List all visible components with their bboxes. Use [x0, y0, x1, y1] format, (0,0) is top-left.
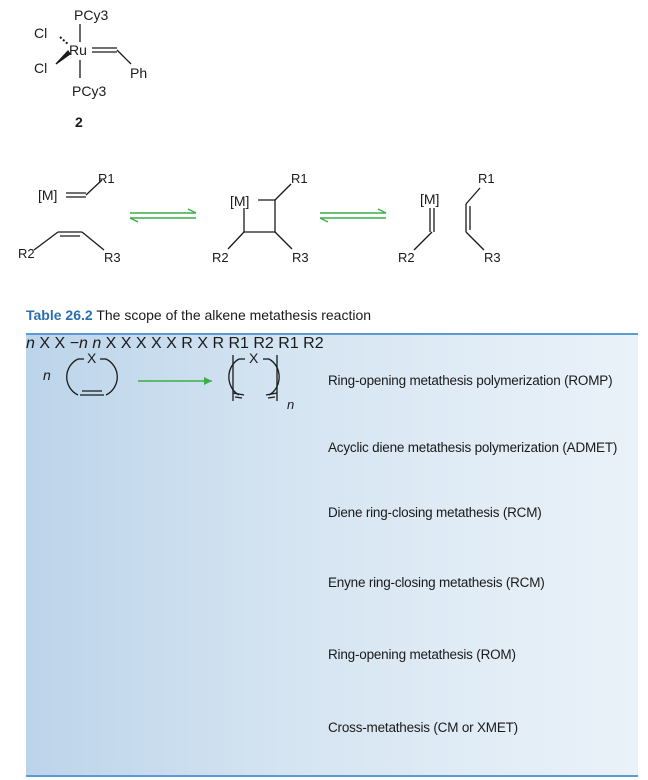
mech-metal-2: [M] — [230, 193, 249, 209]
mech-r3-1: R3 — [104, 250, 121, 265]
row-label-romp: Ring-opening metathesis polymerization (… — [328, 373, 613, 388]
mech-r1-1: R1 — [98, 171, 115, 186]
rom-arrow: R1 R2 R1 R2 Ring-opening metathesis poly… — [228, 335, 617, 735]
enyne-rcm-x-2: X — [151, 335, 162, 352]
mech-r1-2: R1 — [291, 171, 308, 186]
catalyst-chloride-2: Cl — [34, 60, 47, 76]
equilibrium-arrow-2 — [319, 208, 387, 223]
catalyst-ligand-bottom: PCy3 — [72, 83, 106, 99]
cm-r2-right: R2 — [303, 335, 324, 352]
admet-x-1: X — [39, 335, 51, 352]
cm-r1-left: R1 — [228, 335, 249, 352]
table-title: The scope of the alkene metathesis react… — [96, 307, 372, 323]
admet-n: n — [26, 335, 35, 352]
mech-r1-3: R1 — [478, 171, 495, 186]
enyne-rcm-x-1: X — [135, 335, 147, 352]
mech-r2-2: R2 — [212, 250, 229, 265]
mech-metal-1: [M] — [38, 187, 57, 203]
romp-x-2: X — [249, 350, 259, 366]
row-label-admet: Acyclic diene metathesis polymerization … — [328, 440, 618, 455]
table-number: Table 26.2 — [26, 307, 93, 323]
mech-metal-3: [M] — [420, 191, 439, 207]
mech-r3-3: R3 — [484, 250, 501, 265]
row-label-rom: Ring-opening metathesis (ROM) — [328, 647, 516, 662]
enyne-rcm-arrow: X R X R R1 R2 R1 R2 Ring-opening metathe… — [166, 335, 617, 735]
diene-rcm-x-1: X — [105, 335, 117, 352]
cm-r2-left: R2 — [253, 335, 274, 352]
catalyst-ligand-top: PCy3 — [74, 7, 108, 23]
rom-x-2: X — [197, 335, 208, 352]
row-label-diene-rcm: Diene ring-closing metathesis (RCM) — [328, 505, 542, 520]
equilibrium-arrow-1 — [129, 208, 197, 223]
grubbs-catalyst-structure — [55, 24, 132, 78]
diene-rcm-x-2: X — [120, 335, 132, 352]
admet-arrow: X X X X X R X R — [105, 335, 618, 735]
catalyst-phenyl: Ph — [130, 65, 147, 81]
mech-r2-1: R2 — [18, 246, 35, 261]
row-label-enyne-rcm: Enyne ring-closing metathesis (RCM) — [328, 575, 545, 590]
catalyst-chloride-1: Cl — [34, 25, 47, 41]
table-schemes: n X X n — [43, 350, 294, 412]
mech-r2-3: R2 — [398, 250, 415, 265]
romp-n: n — [43, 367, 51, 383]
romp-x-1: X — [87, 350, 97, 366]
romp-n-sub: n — [287, 397, 294, 412]
table-caption: Table 26.2 The scope of the alkene metat… — [26, 307, 371, 323]
admet-n-sub: n — [92, 335, 102, 352]
mech-r3-2: R3 — [292, 250, 309, 265]
rom-r-1: R — [181, 335, 193, 352]
compound-number: 2 — [75, 114, 83, 130]
admet-x-2: X — [54, 335, 66, 352]
reactants-structure — [33, 179, 105, 251]
top-figure: PCy3 Cl Ru Cl Ph PCy3 2 [M] R1 R2 R3 — [18, 7, 501, 265]
romp-scheme — [66, 355, 280, 401]
catalyst-metal: Ru — [69, 42, 87, 58]
products-structure — [413, 187, 485, 251]
diene-rcm-arrow: X X X R X R R1 — [135, 335, 617, 735]
rom-r-2: R — [212, 335, 224, 352]
admet-minus-n: −n — [69, 335, 88, 352]
row-label-cross-metathesis: Cross-metathesis (CM or XMET) — [328, 720, 518, 735]
cm-r1-right: R1 — [278, 335, 299, 352]
metallacyclobutane-structure — [227, 183, 293, 250]
metathesis-scope-table: n X X n n X X −n n — [26, 333, 638, 777]
rom-x-1: X — [166, 335, 177, 352]
